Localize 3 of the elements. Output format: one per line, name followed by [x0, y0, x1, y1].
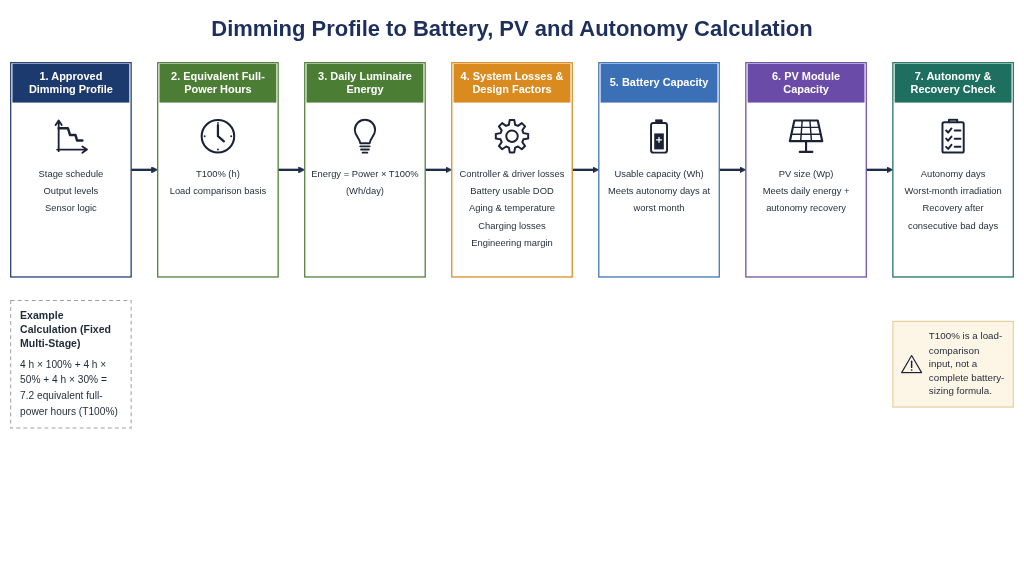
node-box: Example Calculation (Fixed Multi-Stage) 4 h × 100% + 4 h × 50% + 4 h × 30% = 7.2 equivalent full-power hours (T100%) — [10, 299, 132, 429]
diagram-title: Dimming Profile to Battery, PV and Autonomy Calculation — [211, 16, 813, 41]
node-box: T100% is a load-comparison input, not a complete battery-sizing formula. — [892, 320, 1014, 408]
